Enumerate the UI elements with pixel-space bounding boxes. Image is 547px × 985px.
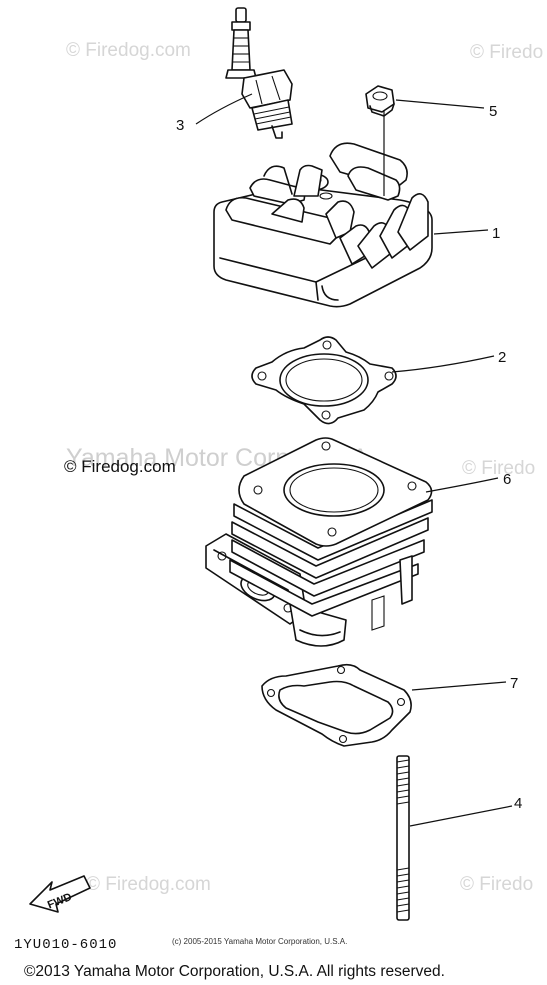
callout-4: 4 (514, 795, 522, 812)
callout-3: 3 (176, 117, 184, 134)
diagram-code: 1YU010-6010 (14, 937, 117, 953)
callout-2: 2 (498, 349, 506, 366)
spark-plug (225, 7, 293, 139)
callout-6: 6 (503, 471, 511, 488)
cylinder (205, 437, 433, 647)
watermark-top-right: © Firedo (470, 42, 543, 63)
watermark-bottom-right: © Firedo (460, 874, 533, 895)
leader-2 (391, 355, 495, 373)
cylinder-head (213, 142, 433, 308)
watermark-firedog-dark: © Firedog.com (64, 457, 176, 476)
fwd-arrow-icon: FWD (29, 875, 91, 913)
copyright-small: (c) 2005-2015 Yamaha Motor Corporation, … (172, 937, 347, 946)
leader-5 (395, 99, 485, 109)
leader-3 (195, 93, 253, 125)
copyright-footer: ©2013 Yamaha Motor Corporation, U.S.A. A… (24, 963, 445, 980)
base-gasket (261, 663, 412, 747)
leader-4 (409, 805, 513, 827)
leader-7 (411, 681, 507, 691)
callout-5: 5 (489, 103, 497, 120)
callout-1: 1 (492, 225, 500, 242)
watermark-bottom-left: © Firedog.com (86, 874, 211, 895)
stud-bolt (396, 755, 410, 921)
head-gasket (251, 336, 397, 425)
cylinder-head-nut (365, 85, 395, 117)
callout-7: 7 (510, 675, 518, 692)
leader-6 (425, 477, 499, 493)
watermark-mid-right: © Firedo (462, 458, 535, 479)
leader-1 (433, 229, 489, 235)
watermark-top-left: © Firedog.com (66, 40, 191, 61)
